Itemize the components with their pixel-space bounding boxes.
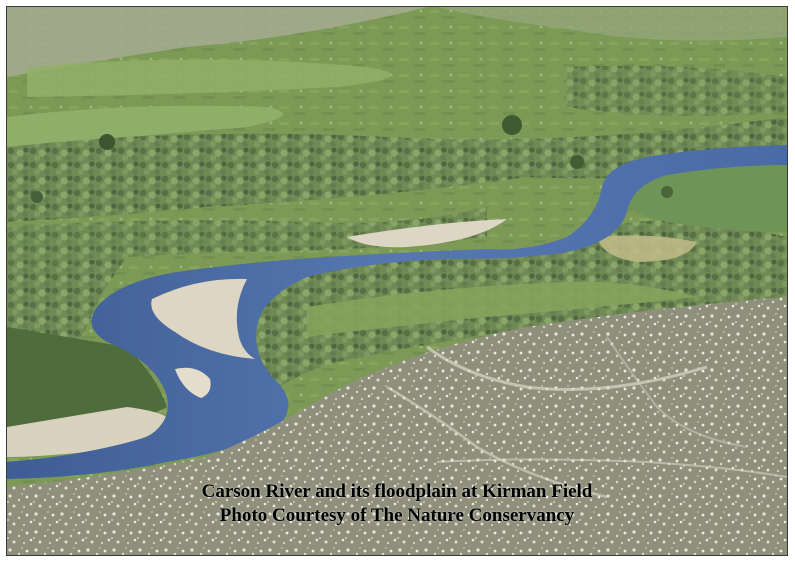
photo-frame: Carson River and its floodplain at Kirma… (6, 6, 788, 556)
desert-slope (7, 297, 787, 555)
caption-line-2: Photo Courtesy of The Nature Conservancy (219, 505, 575, 526)
aerial-photo (7, 7, 787, 555)
caption-line-1: Carson River and its floodplain at Kirma… (201, 481, 593, 502)
photo-caption: Carson River and its floodplain at Kirma… (7, 480, 787, 528)
